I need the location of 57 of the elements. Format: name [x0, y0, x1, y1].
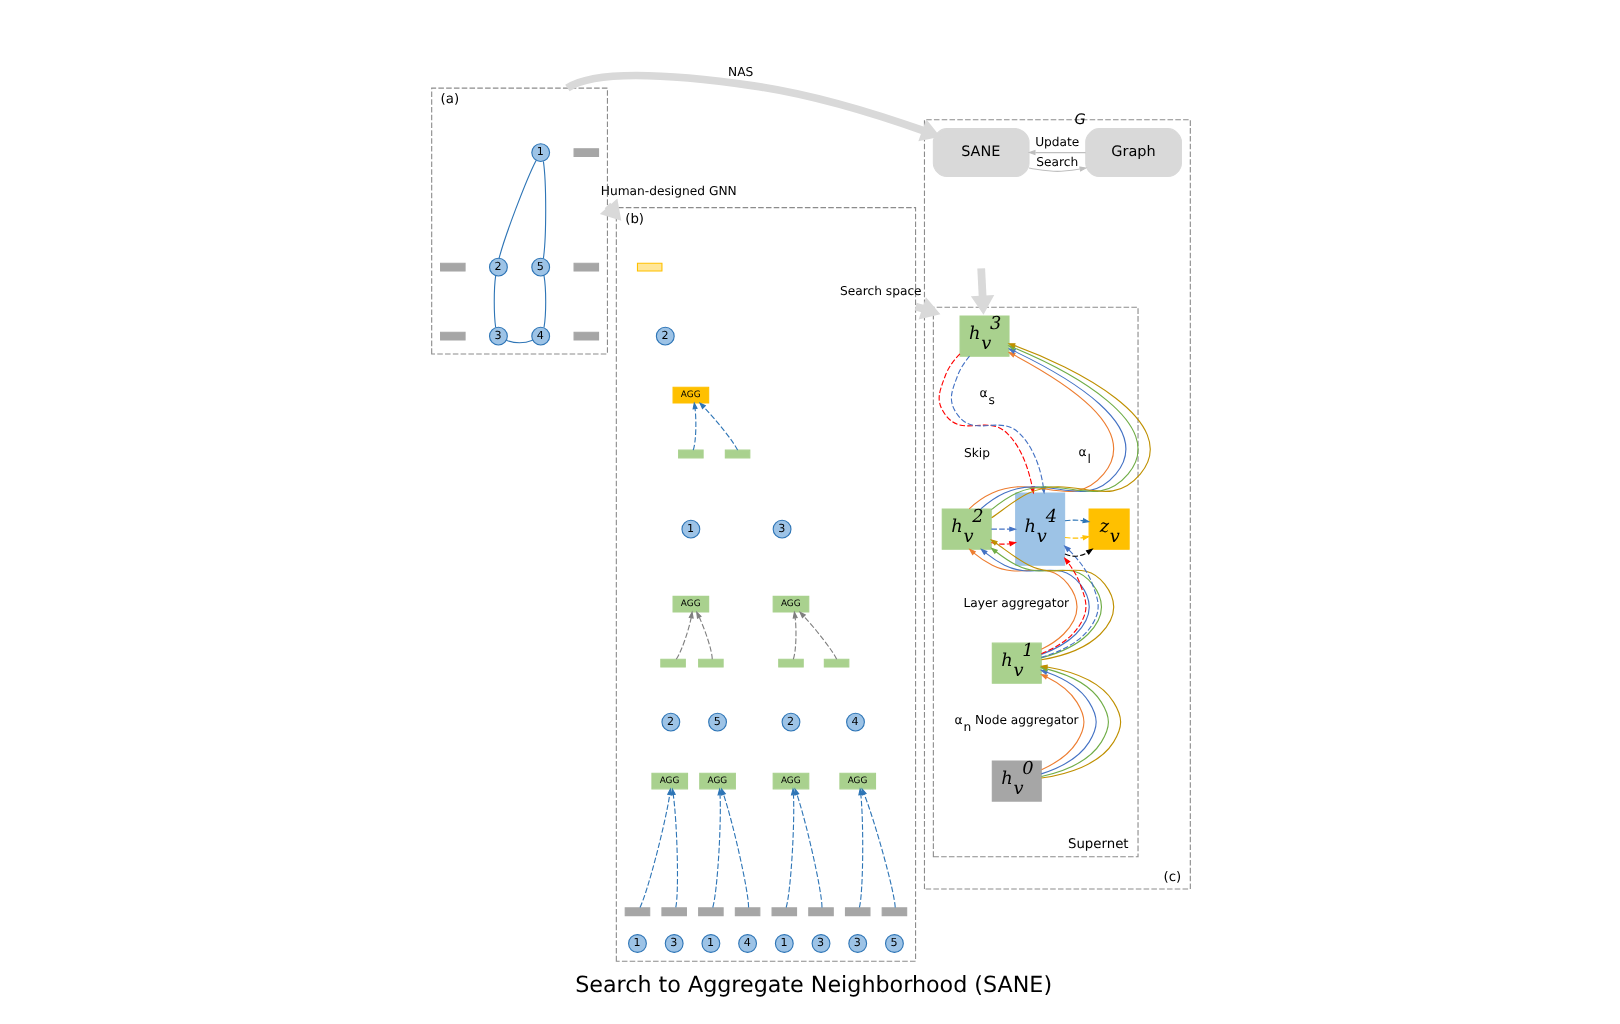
node-box — [572, 330, 599, 340]
arrow — [638, 786, 672, 908]
arrow — [1039, 672, 1084, 770]
node-box — [572, 147, 599, 157]
node-box — [723, 448, 750, 458]
arrow — [989, 540, 1017, 546]
arrow — [691, 400, 697, 450]
arrow — [791, 609, 797, 659]
arrow — [1039, 556, 1086, 654]
arrow — [711, 786, 722, 908]
arrow — [857, 786, 863, 908]
node-box — [660, 906, 686, 916]
arrow — [1026, 148, 1086, 155]
arrow — [697, 400, 738, 450]
node-box — [439, 261, 465, 271]
arrow — [797, 610, 837, 659]
arrow — [1063, 534, 1090, 540]
arrow — [989, 546, 1101, 658]
node-box — [843, 906, 870, 916]
caption: Search to Aggregate Neighborhood (SANE) — [574, 971, 1052, 998]
arrow — [1063, 516, 1090, 523]
arrow — [860, 786, 895, 908]
connector — [542, 274, 546, 327]
arrow — [564, 70, 940, 141]
arrow — [793, 786, 822, 908]
arrow — [669, 786, 678, 908]
arrow — [989, 525, 1017, 531]
node-box — [777, 657, 803, 667]
arrow — [988, 538, 1114, 660]
connector — [541, 159, 546, 259]
arrow — [674, 609, 693, 659]
node-box — [635, 261, 662, 271]
node-box — [822, 657, 849, 667]
arrow — [1039, 544, 1098, 657]
node-box — [439, 330, 465, 340]
node-box — [807, 906, 833, 916]
arrow — [1063, 547, 1093, 556]
node-box — [677, 448, 703, 458]
connector — [504, 338, 533, 343]
arrow — [967, 350, 1114, 509]
arrow — [1027, 165, 1087, 171]
node-box — [659, 657, 685, 667]
node-box — [880, 906, 907, 916]
node-box — [697, 906, 723, 916]
node-box — [770, 906, 797, 916]
connector — [497, 158, 536, 258]
node-box — [572, 261, 599, 271]
arrow — [979, 547, 1089, 654]
arrow — [720, 786, 749, 908]
node-box — [697, 657, 723, 667]
connector — [492, 274, 496, 327]
arrow — [969, 267, 994, 314]
arrow — [695, 609, 712, 659]
node-box — [733, 906, 760, 916]
node-box — [623, 906, 650, 916]
arrow — [979, 347, 1126, 509]
arrow — [967, 547, 1077, 649]
